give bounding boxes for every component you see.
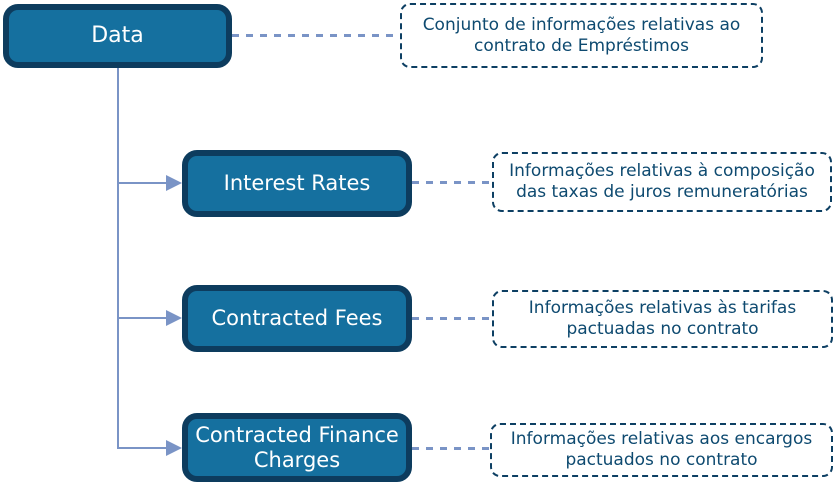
dashed-connector-data <box>232 34 400 37</box>
callout-text-line: Informações relativas às tarifas <box>528 298 797 318</box>
dashed-connector-contracted-fees <box>412 317 492 320</box>
callout-text-line: Informações relativas aos encargos <box>510 429 813 449</box>
callout-text-line: pactuados no contrato <box>565 450 758 470</box>
callout-text-line: das taxas de juros remuneratórias <box>516 182 808 202</box>
dashed-connector-interest-rates <box>412 181 492 184</box>
branch-line-contracted-fees <box>117 317 167 319</box>
node-data-label: Data <box>91 23 144 49</box>
node-contracted-finance-charges-label: Contracted Finance Charges <box>195 422 399 472</box>
node-contracted-finance-charges: Contracted Finance Charges <box>182 413 412 482</box>
callout-text-line: Conjunto de informações relativas ao <box>422 14 741 35</box>
dashed-connector-finance-charges <box>412 447 490 450</box>
callout-text-line: contrato de Empréstimos <box>474 35 689 56</box>
node-data: Data <box>3 4 232 68</box>
node-interest-rates-label: Interest Rates <box>223 171 371 196</box>
node-contracted-fees-label: Contracted Fees <box>211 306 383 331</box>
callout-interest-rates-description: Informações relativas à composição das t… <box>492 152 832 212</box>
node-interest-rates: Interest Rates <box>182 150 412 217</box>
callout-text-line: Informações relativas à composição <box>509 161 815 181</box>
branch-line-finance-charges <box>117 447 167 449</box>
arrowhead-right-icon <box>166 310 182 326</box>
callout-contracted-fees-description: Informações relativas às tarifas pactuad… <box>492 290 833 348</box>
callout-data-description: Conjunto de informações relativas ao con… <box>400 3 763 68</box>
node-contracted-fees: Contracted Fees <box>182 285 412 352</box>
arrowhead-right-icon <box>166 175 182 191</box>
branch-line-interest-rates <box>117 182 167 184</box>
arrowhead-right-icon <box>166 440 182 456</box>
trunk-connector-line <box>117 68 119 449</box>
callout-text-line: pactuadas no contrato <box>566 319 759 339</box>
callout-finance-charges-description: Informações relativas aos encargos pactu… <box>490 423 833 477</box>
